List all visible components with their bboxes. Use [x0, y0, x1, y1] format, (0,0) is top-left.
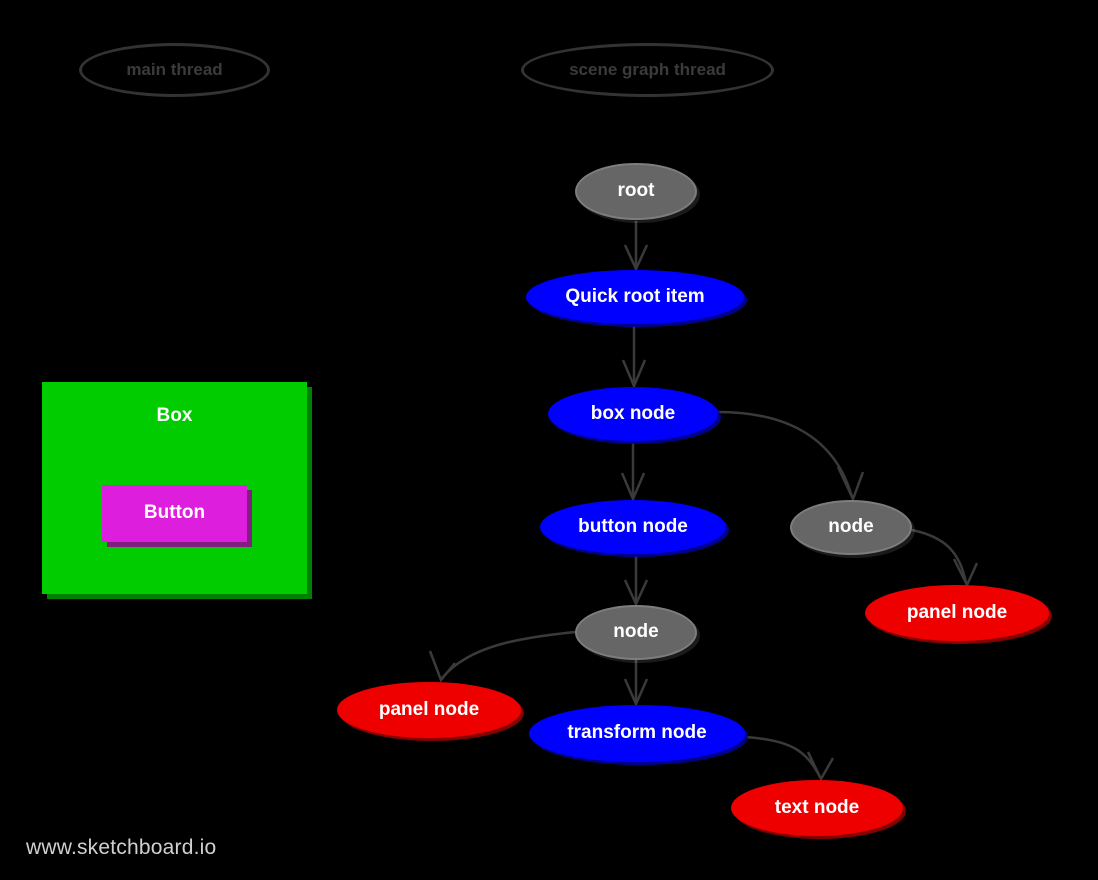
- node-transform-node[interactable]: transform node: [529, 705, 745, 762]
- edge-box-node-to-button-node: [620, 442, 646, 503]
- node-root-label: root: [617, 180, 655, 202]
- node-button-node[interactable]: button node: [540, 500, 726, 554]
- node-panel-node-left[interactable]: panel node: [337, 682, 521, 738]
- edge-button-node-to-node-center: [623, 555, 649, 608]
- node-box-node-label: box node: [590, 402, 676, 424]
- node-root[interactable]: root: [575, 163, 697, 220]
- ui-button-shape[interactable]: Button: [102, 485, 247, 542]
- lane-scene-graph-thread[interactable]: scene graph thread: [521, 43, 774, 97]
- watermark: www.sketchboard.io: [26, 836, 216, 860]
- edge-box-node-to-node-right: [717, 410, 865, 503]
- edge-node-center-to-transform-node: [623, 660, 649, 708]
- edge-transform-node-to-text-node: [744, 735, 835, 782]
- node-text-node[interactable]: text node: [731, 780, 903, 836]
- node-panel-node-right-label: panel node: [906, 601, 1008, 623]
- lane-scene-graph-thread-label: scene graph thread: [569, 59, 726, 79]
- edge-root-to-quick-root-item: [623, 221, 649, 273]
- node-node-center-label: node: [613, 621, 659, 643]
- ui-button-label: Button: [143, 502, 206, 524]
- edge-quick-root-item-to-box-node: [621, 325, 647, 390]
- node-quick-root-item[interactable]: Quick root item: [526, 270, 744, 324]
- node-text-node-label: text node: [774, 796, 860, 818]
- node-panel-node-left-label: panel node: [378, 698, 480, 720]
- node-transform-node-label: transform node: [567, 722, 707, 744]
- node-button-node-label: button node: [578, 515, 688, 537]
- edge-node-right-to-panel-node-right: [911, 528, 979, 588]
- edge-node-center-to-panel-node-left: [428, 630, 576, 683]
- node-node-right-label: node: [828, 516, 874, 538]
- watermark-text: www.sketchboard.io: [26, 836, 217, 859]
- node-node-center[interactable]: node: [575, 605, 697, 660]
- node-box-node[interactable]: box node: [548, 387, 718, 441]
- lane-main-thread-label: main thread: [126, 59, 223, 79]
- node-node-right[interactable]: node: [790, 500, 912, 555]
- lane-main-thread[interactable]: main thread: [79, 43, 270, 97]
- node-panel-node-right[interactable]: panel node: [865, 585, 1049, 641]
- node-quick-root-item-label: Quick root item: [565, 285, 705, 307]
- ui-box-label: Box: [156, 405, 193, 426]
